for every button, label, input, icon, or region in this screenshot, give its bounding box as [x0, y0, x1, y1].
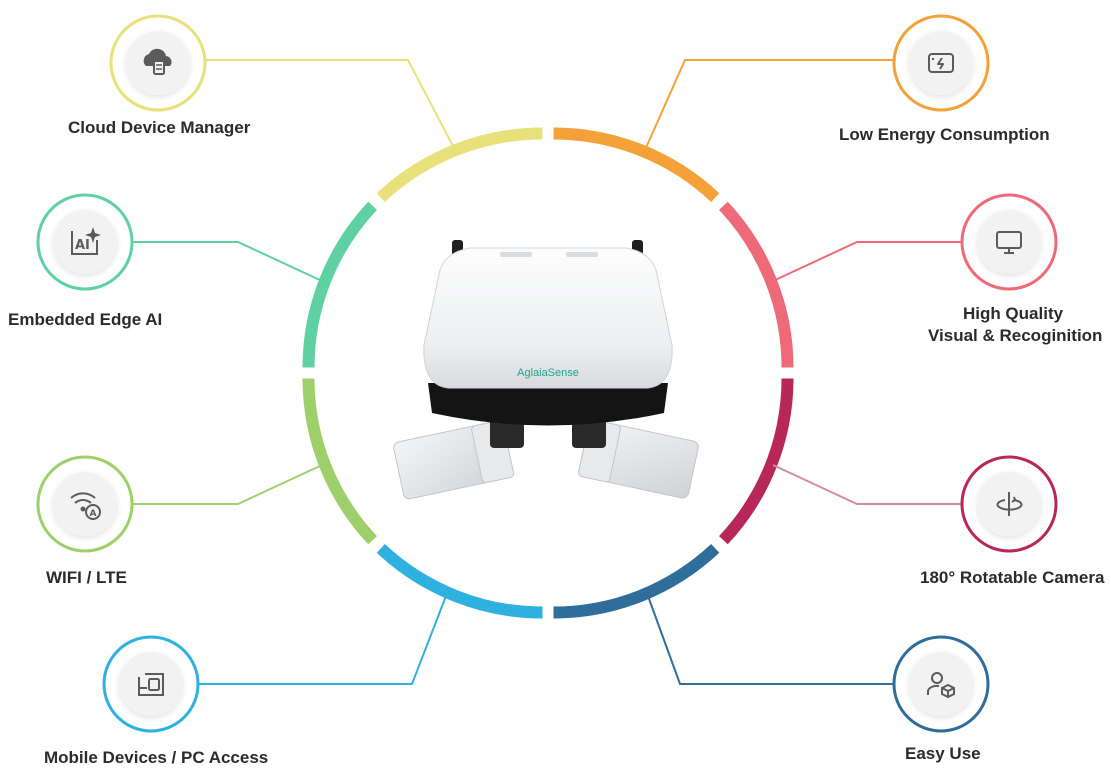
- wifi-antenna-icon: A: [70, 492, 101, 520]
- connector-ai: [133, 241, 323, 282]
- label-visual: High Quality Visual & Recoginition: [928, 303, 1103, 347]
- ring-arc-cloud: [376, 127, 543, 202]
- connector-cloud: [203, 59, 456, 151]
- ring-arc-ai: [302, 201, 377, 368]
- label-mobile: Mobile Devices / PC Access: [44, 748, 269, 767]
- icon-circle-easy: [892, 635, 990, 733]
- connector-mobile: [198, 595, 447, 685]
- icon-circle-ai: AI: [36, 193, 134, 291]
- mobile-pc-icon: [138, 673, 164, 696]
- rotate-camera-icon: [996, 492, 1023, 516]
- icon-circle-energy: [892, 14, 990, 112]
- ring-arc-energy: [553, 127, 720, 202]
- label-energy: Low Energy Consumption: [839, 125, 1050, 144]
- label-visual-line2: Visual & Recoginition: [928, 326, 1103, 345]
- label-easy: Easy Use: [905, 744, 981, 763]
- label-wifi: WIFI / LTE: [46, 568, 127, 587]
- connector-rotate: [772, 464, 962, 505]
- label-ai: Embedded Edge AI: [8, 310, 163, 329]
- svg-text:AI: AI: [75, 238, 90, 253]
- icon-circle-visual: [960, 193, 1058, 291]
- svg-text:A: A: [90, 509, 97, 519]
- connector-easy: [647, 595, 893, 685]
- icon-circle-cloud: [109, 14, 207, 112]
- monitor-icon: [996, 231, 1022, 254]
- icon-circle-mobile: [102, 635, 200, 733]
- connector-energy: [644, 59, 893, 151]
- icon-circle-rotate: [960, 455, 1058, 553]
- user-cube-icon: [927, 672, 955, 699]
- feature-ring: [302, 127, 794, 619]
- ring-arc-mobile: [376, 544, 543, 619]
- ai-sparkle-icon: AI: [71, 227, 101, 255]
- connector-lines: [133, 59, 962, 685]
- label-rotate: 180° Rotatable Camera: [920, 568, 1105, 587]
- connector-wifi: [133, 464, 323, 505]
- cloud-server-icon: [143, 48, 172, 75]
- connector-visual: [772, 241, 962, 282]
- label-visual-line1: High Quality: [962, 304, 1064, 323]
- product-brand-text: AglaiaSense: [517, 367, 579, 379]
- camera-device-image: AglaiaSense: [393, 240, 699, 500]
- battery-charging-icon: [928, 53, 954, 73]
- ring-arc-rotate: [719, 378, 794, 545]
- ring-arc-wifi: [302, 378, 377, 545]
- label-cloud: Cloud Device Manager: [68, 118, 251, 137]
- ring-arc-easy: [553, 544, 720, 619]
- icon-circle-wifi: A: [36, 455, 134, 553]
- ring-arc-visual: [719, 201, 794, 368]
